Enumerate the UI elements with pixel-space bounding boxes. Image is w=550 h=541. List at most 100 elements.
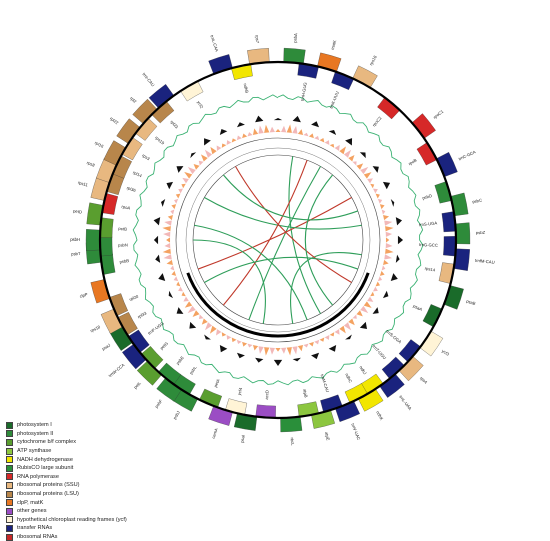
legend-swatch bbox=[6, 507, 13, 515]
legend-item: hypothetical chloroplast reading frames … bbox=[6, 516, 206, 525]
gc-spike bbox=[360, 166, 369, 175]
gc-spike bbox=[275, 129, 281, 133]
gene-label: rpoC1 bbox=[432, 108, 445, 119]
gc-spike bbox=[178, 188, 183, 194]
gene-label: rpl14 bbox=[132, 170, 143, 179]
gene-blocks bbox=[85, 47, 471, 433]
gc-spike bbox=[221, 143, 227, 148]
gc-spike bbox=[258, 346, 264, 354]
gc-spike bbox=[308, 133, 314, 139]
skew-spike bbox=[236, 122, 245, 128]
legend-label: ribosomal RNAs bbox=[17, 534, 58, 541]
gc-spike bbox=[324, 140, 330, 145]
gc-spike bbox=[252, 345, 259, 351]
gene-label: psbB bbox=[119, 258, 129, 264]
gc-spike bbox=[375, 281, 381, 287]
gene-label: rps16 bbox=[368, 54, 378, 66]
skew-spike bbox=[219, 129, 228, 136]
gc-spike bbox=[314, 339, 320, 345]
gc-spike bbox=[385, 237, 390, 243]
skew-spike bbox=[176, 166, 184, 173]
skew-spike bbox=[166, 181, 174, 190]
legend-swatch bbox=[6, 473, 13, 481]
gene-label: psbN bbox=[118, 242, 128, 247]
gc-spike bbox=[184, 171, 193, 179]
legend-swatch bbox=[6, 516, 13, 524]
gc-spike bbox=[167, 214, 173, 221]
outer-dashed-ring bbox=[132, 94, 424, 386]
gene-label: trnL-CAA bbox=[209, 34, 219, 52]
gc-spike bbox=[226, 140, 232, 145]
legend-label: ribosomal proteins (LSU) bbox=[17, 491, 79, 498]
gc-spike bbox=[264, 124, 270, 133]
gc-spike bbox=[204, 322, 213, 331]
gc-spike bbox=[258, 125, 264, 134]
gc-spike bbox=[166, 259, 173, 266]
gc-spike bbox=[334, 329, 340, 335]
gene-label: trnfM-CAU bbox=[475, 258, 495, 265]
gene-label: rpl22 bbox=[109, 116, 120, 126]
gc-spike bbox=[187, 167, 196, 175]
skew-spike bbox=[345, 138, 353, 146]
ir-arc bbox=[186, 272, 370, 338]
legend-swatch bbox=[6, 456, 13, 464]
gc-spike bbox=[308, 341, 314, 347]
gene-label: psbJ bbox=[172, 410, 181, 420]
gc-spike bbox=[209, 325, 217, 334]
legend-label: transfer RNAs bbox=[17, 525, 53, 532]
gene-label: trnS-GGA bbox=[385, 329, 402, 345]
repeat-chord bbox=[248, 166, 321, 321]
gc-spike bbox=[297, 129, 304, 135]
gc-spike bbox=[247, 343, 253, 348]
gc-spike bbox=[339, 146, 346, 155]
gc-spike bbox=[303, 343, 309, 348]
gc-spike bbox=[370, 183, 375, 189]
gc-spike bbox=[385, 243, 393, 249]
gc-spike bbox=[178, 286, 183, 292]
gene-label: psbH bbox=[70, 237, 80, 242]
legend-swatch bbox=[6, 438, 13, 446]
repeat-chord bbox=[289, 251, 362, 324]
gc-spike bbox=[281, 125, 287, 133]
gene-label: psbD bbox=[422, 193, 433, 201]
gc-spike bbox=[198, 314, 204, 320]
gene-label: rpl36 bbox=[126, 185, 137, 193]
legend-label: RNA polymerase bbox=[17, 473, 59, 480]
skew-spike bbox=[273, 359, 283, 366]
gc-spike bbox=[281, 347, 287, 354]
gc-spike bbox=[377, 276, 383, 282]
legend-item: ribosomal RNAs bbox=[6, 533, 206, 541]
gc-spike bbox=[314, 135, 320, 141]
gene-label: psbF bbox=[154, 398, 164, 409]
legend-swatch bbox=[6, 447, 13, 455]
gene-label: trnT-UGU bbox=[372, 344, 388, 361]
skew-spike bbox=[158, 273, 166, 282]
gene-label: cemA bbox=[211, 427, 219, 439]
skew-spike bbox=[359, 152, 366, 159]
gc-spike bbox=[329, 143, 335, 148]
gc-spike bbox=[173, 276, 179, 282]
gc-spike bbox=[381, 265, 386, 271]
dashed-ring-path bbox=[132, 94, 424, 386]
skew-spike bbox=[255, 357, 264, 363]
legend-swatch bbox=[6, 421, 13, 429]
gc-spike bbox=[226, 335, 232, 340]
gc-spike bbox=[269, 347, 275, 355]
repeat-chord bbox=[288, 156, 321, 314]
gc-spike bbox=[181, 183, 186, 189]
gc-spike bbox=[377, 198, 383, 204]
gc-spike bbox=[231, 138, 237, 143]
skew-spike bbox=[359, 321, 367, 329]
gene-label: ndhB bbox=[243, 83, 250, 94]
gc-spike bbox=[348, 155, 355, 162]
inner-ring-inner bbox=[192, 154, 364, 326]
chloroplast-genome-map: psbAtrnH-GUGmatKtrnK-UUUrps16rpoC2rpoC1r… bbox=[70, 33, 495, 447]
gene-label: trnI-CAU bbox=[141, 72, 155, 88]
repeat-chords bbox=[192, 156, 362, 324]
skew-spike bbox=[160, 198, 166, 207]
gc-spike bbox=[164, 220, 172, 226]
gc-spike bbox=[175, 193, 181, 199]
gc-spike bbox=[360, 305, 369, 314]
gc-spike bbox=[383, 214, 390, 221]
gc-spike bbox=[192, 310, 200, 317]
